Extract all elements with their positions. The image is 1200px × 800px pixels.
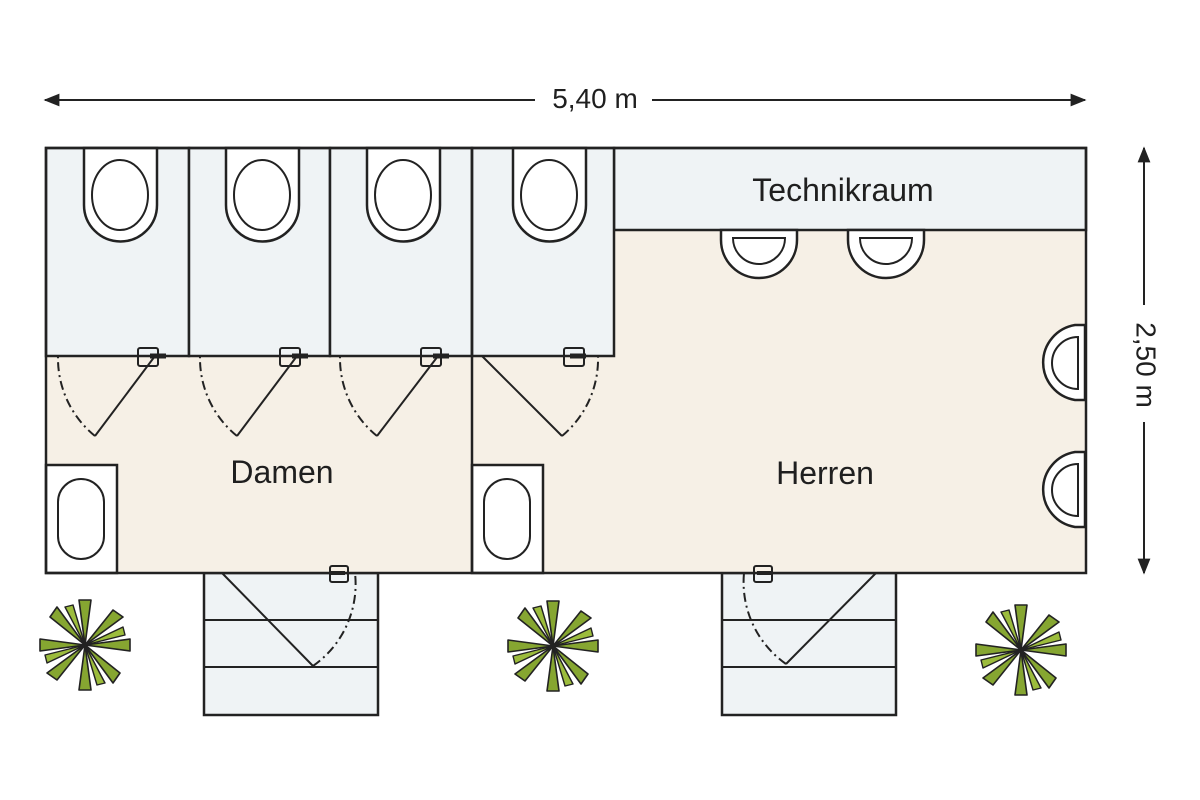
plant-icon xyxy=(39,599,131,691)
building-outline xyxy=(44,146,1088,575)
herren-entrance-door xyxy=(742,565,877,665)
plant-icon xyxy=(975,604,1067,696)
height-dimension: 2,50 m xyxy=(1131,146,1162,575)
urinal-icon xyxy=(719,228,799,280)
toilet-icon xyxy=(365,146,442,243)
sink-icon xyxy=(470,463,545,575)
toilet-icon xyxy=(224,146,301,243)
toilet-icon xyxy=(82,146,159,243)
technikraum-label: Technikraum xyxy=(752,172,933,208)
sink-icon xyxy=(44,463,119,575)
height-dimension-label: 2,50 m xyxy=(1131,322,1162,408)
toilet-icon xyxy=(511,146,588,243)
width-dimension-label: 5,40 m xyxy=(552,83,638,114)
damen-entrance-door xyxy=(221,565,357,667)
cabin-door xyxy=(56,347,166,437)
cabin-door xyxy=(481,347,600,437)
herren-label: Herren xyxy=(776,455,874,491)
plant-icon xyxy=(507,600,599,692)
urinal-icon xyxy=(846,228,926,280)
width-dimension: 5,40 m xyxy=(43,83,1087,114)
damen-label: Damen xyxy=(230,454,333,490)
urinal-icon xyxy=(1041,450,1087,529)
urinal-icon xyxy=(1041,323,1087,402)
cabin-door xyxy=(338,347,449,437)
cabin-door xyxy=(198,347,308,437)
herren-entrance-steps xyxy=(720,571,898,717)
